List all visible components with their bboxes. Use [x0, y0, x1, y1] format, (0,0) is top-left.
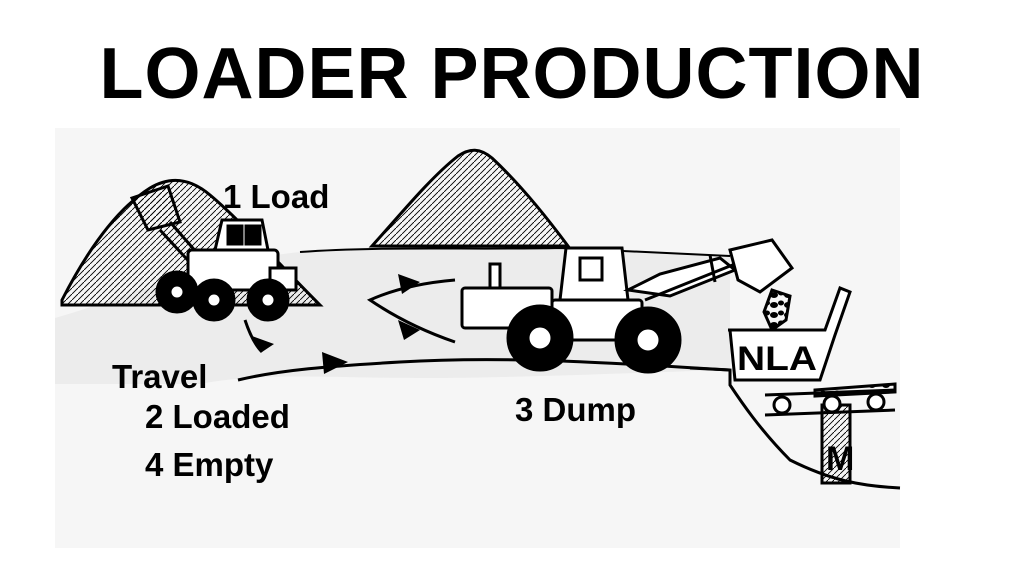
page-title: LOADER PRODUCTION — [99, 34, 925, 114]
loader-dumping — [460, 238, 795, 374]
horizon-line — [299, 246, 731, 257]
label-empty: 4 Empty — [145, 446, 274, 483]
label-loaded: 2 Loaded — [145, 398, 290, 435]
hopper-leg-letter: M — [826, 440, 854, 478]
hopper-text: NLA — [737, 340, 817, 378]
hopper-structure — [728, 286, 897, 485]
label-travel: Travel — [112, 358, 208, 395]
path-arrows — [252, 274, 420, 374]
stockpile-right — [368, 148, 571, 248]
label-load: 1 Load — [223, 178, 330, 215]
label-dump: 3 Dump — [515, 391, 637, 428]
cliff-ledge — [689, 366, 901, 490]
loader-loading — [129, 184, 298, 322]
